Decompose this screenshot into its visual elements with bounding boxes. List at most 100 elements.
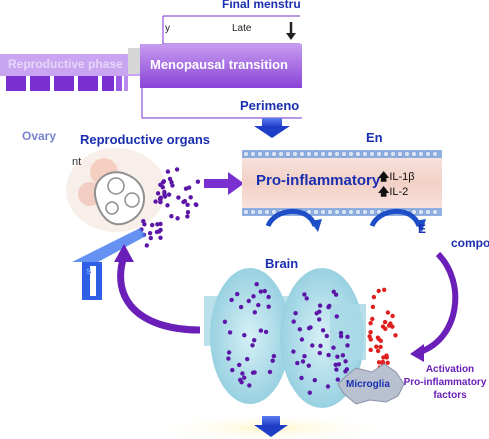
red-dot bbox=[368, 347, 373, 353]
red-dot bbox=[368, 330, 373, 335]
red-dot bbox=[370, 304, 376, 310]
reproductive-organs-label: Reproductive organs bbox=[80, 132, 211, 147]
brain-dot bbox=[317, 350, 322, 356]
brain-dot bbox=[226, 356, 231, 361]
hormone-dot bbox=[185, 210, 191, 215]
brain-dot bbox=[308, 325, 313, 330]
compo-fragment-label: compo bbox=[451, 236, 489, 250]
brain-dot bbox=[250, 370, 256, 375]
vessel-bead bbox=[432, 151, 438, 157]
brain-dot bbox=[318, 343, 323, 348]
factors-label: factors bbox=[433, 390, 467, 401]
ovary-to-vessel-arrow bbox=[204, 172, 244, 195]
vessel-bead bbox=[341, 151, 347, 157]
up-arrow-icon: 🡅 bbox=[378, 171, 390, 183]
ovary-label: Ovary bbox=[22, 129, 57, 143]
vessel-bead bbox=[362, 209, 368, 215]
vessel-bead bbox=[250, 209, 256, 215]
vessel-bead bbox=[327, 209, 333, 215]
brain-dot bbox=[235, 291, 240, 297]
hormone-dot bbox=[148, 235, 153, 241]
brain-dot bbox=[336, 362, 342, 367]
vessel-bead bbox=[348, 151, 354, 157]
vessel-to-brain-arrow bbox=[418, 251, 459, 355]
brain-dot bbox=[291, 349, 296, 354]
hormone-dot bbox=[174, 167, 180, 172]
brain-dot bbox=[242, 333, 247, 338]
red-dot bbox=[378, 344, 383, 350]
brain-dot bbox=[302, 354, 307, 359]
brain-dot bbox=[307, 390, 312, 395]
hormone-dot bbox=[160, 185, 165, 190]
brain-dot bbox=[299, 375, 304, 381]
reproductive-phase-label: Reproductive phase bbox=[8, 57, 123, 71]
brain-dot bbox=[295, 360, 300, 366]
brain-dot bbox=[340, 353, 346, 358]
timeline-left-label: y bbox=[165, 23, 170, 34]
vessel-bead bbox=[257, 209, 263, 215]
brain-dot bbox=[324, 333, 329, 339]
red-dot bbox=[390, 313, 395, 319]
vessel-bead bbox=[369, 209, 375, 215]
brain-dot bbox=[271, 353, 277, 359]
brain-dot bbox=[226, 350, 232, 355]
brain-dot bbox=[304, 296, 309, 301]
vessel-bead bbox=[397, 151, 403, 157]
left-fragment-label: s bbox=[86, 266, 92, 277]
vessel-bead bbox=[327, 151, 333, 157]
hormone-dot bbox=[155, 222, 160, 227]
hormone-dot bbox=[158, 195, 163, 200]
hormone-dot bbox=[158, 235, 163, 240]
brain-dot bbox=[242, 375, 247, 380]
red-dot bbox=[393, 333, 398, 338]
pro-inflammatory-label: Pro-inflammatory bbox=[256, 172, 381, 189]
brain-dot bbox=[245, 356, 250, 362]
brain-dot bbox=[317, 303, 323, 308]
vessel-bead bbox=[264, 151, 270, 157]
brain-dot bbox=[256, 302, 261, 308]
vessel-bead bbox=[243, 209, 249, 215]
red-dot bbox=[376, 360, 382, 365]
vessel-bead bbox=[341, 209, 347, 215]
brain-dot bbox=[267, 369, 273, 375]
vessel-bead bbox=[355, 209, 361, 215]
hormone-dot bbox=[153, 199, 158, 204]
brain-dot bbox=[291, 319, 296, 324]
brain-dot bbox=[325, 384, 331, 389]
brain-dot bbox=[254, 282, 259, 287]
vessel-bead bbox=[348, 209, 354, 215]
hormone-dot bbox=[154, 229, 160, 235]
activation-label: Activation bbox=[425, 364, 475, 375]
brain-dot bbox=[293, 311, 298, 316]
reproductive-phase-bar bbox=[0, 48, 150, 91]
phase-block bbox=[124, 76, 128, 91]
brain-to-ovary-arrow bbox=[117, 254, 201, 334]
vessel-bead bbox=[264, 209, 270, 215]
red-dot bbox=[382, 287, 387, 292]
brain-dot bbox=[246, 298, 251, 304]
vessel-corner-label: En bbox=[366, 130, 383, 145]
red-dot bbox=[378, 338, 383, 343]
ovary-illustration bbox=[66, 148, 166, 232]
hormone-dot bbox=[169, 214, 174, 219]
brain-dot bbox=[237, 362, 242, 368]
brain-dot bbox=[251, 294, 256, 299]
brain-dot bbox=[335, 377, 340, 382]
brain-dot bbox=[258, 328, 264, 333]
phase-block bbox=[54, 76, 74, 91]
brain-dot bbox=[345, 334, 350, 339]
brain-dot bbox=[317, 317, 322, 322]
hormone-dot bbox=[185, 214, 190, 219]
red-dot bbox=[374, 344, 379, 349]
hormone-dot bbox=[142, 222, 147, 227]
vessel-bead bbox=[425, 151, 431, 157]
brain-dot bbox=[299, 337, 305, 342]
red-dot bbox=[384, 353, 389, 358]
red-dot bbox=[367, 334, 372, 339]
red-dot bbox=[388, 321, 393, 326]
hormone-dot bbox=[162, 192, 167, 197]
brain-dot bbox=[343, 369, 348, 374]
brain-dot bbox=[270, 358, 275, 363]
hormone-dot bbox=[188, 195, 193, 200]
